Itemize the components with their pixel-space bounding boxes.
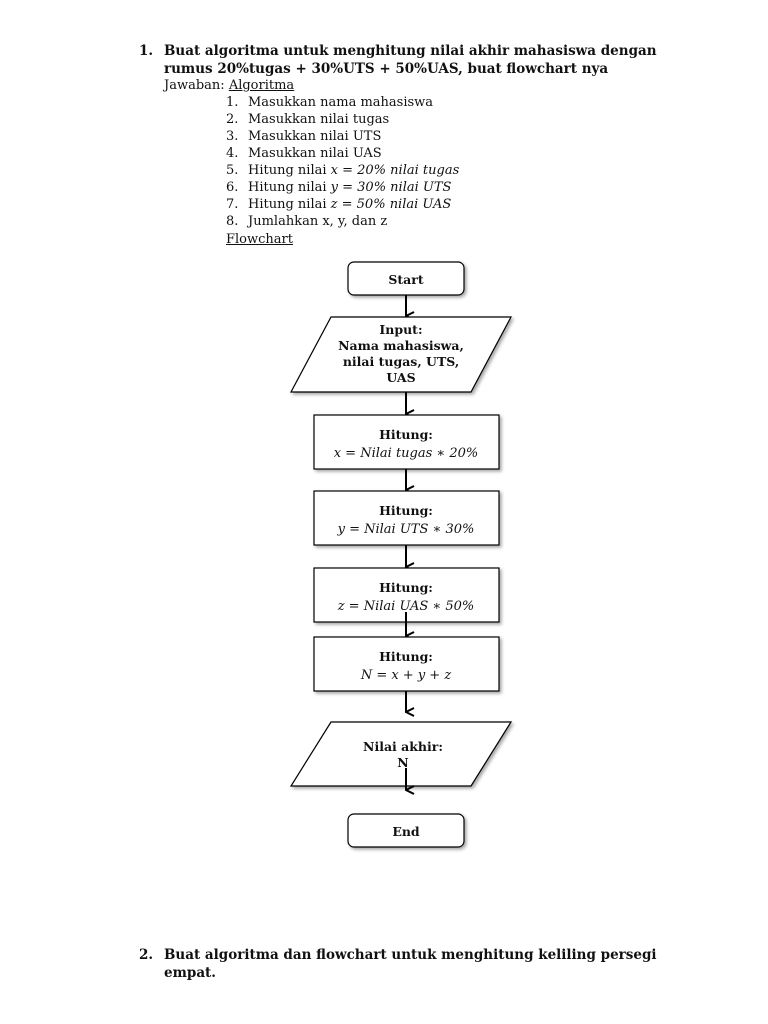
start-label: Start xyxy=(388,272,423,287)
input-line-1: Input: xyxy=(379,322,422,337)
calc-z-formula: z = Nilai UAS ∗ 50% xyxy=(337,599,475,614)
question-2-number: 2. xyxy=(139,947,154,963)
question-2-line-1: Buat algoritma dan flowchart untuk mengh… xyxy=(164,947,657,963)
end-terminal: End xyxy=(347,813,465,848)
calc-z-label: Hitung: xyxy=(379,580,433,595)
step-8: 8.Jumlahkan x, y, dan z xyxy=(226,214,388,229)
question-1-line-1: Buat algoritma untuk menghitung nilai ak… xyxy=(164,43,657,59)
step-7: 7.Hitung nilai z = 50% nilai UAS xyxy=(226,197,452,212)
step-6: 6.Hitung nilai y = 30% nilai UTS xyxy=(226,180,452,195)
question-1-number: 1. xyxy=(139,43,154,59)
step-5: 5.Hitung nilai x = 20% nilai tugas xyxy=(226,163,460,178)
output-line-2: N xyxy=(397,755,408,770)
output-parallelogram: Nilai akhir: N xyxy=(289,721,513,787)
question-2-line-2: empat. xyxy=(164,965,216,981)
calc-y-label: Hitung: xyxy=(379,503,433,518)
answer-prefix: Jawaban: xyxy=(164,78,225,93)
calc-y-process: Hitung: y = Nilai UTS ∗ 30% xyxy=(313,490,500,546)
step-3: 3.Masukkan nilai UTS xyxy=(226,129,382,144)
calc-n-formula: N = x + y + z xyxy=(360,668,452,683)
step-2: 2.Masukkan nilai tugas xyxy=(226,112,390,127)
output-line-1: Nilai akhir: xyxy=(363,739,443,754)
step-4: 4.Masukkan nilai UAS xyxy=(226,146,382,161)
flowchart-title: Flowchart xyxy=(226,232,293,247)
calc-x-process: Hitung: x = Nilai tugas ∗ 20% xyxy=(313,414,500,470)
answer-header: Jawaban: Algoritma xyxy=(164,78,294,93)
input-line-2: Nama mahasiswa, xyxy=(338,338,464,353)
calc-x-formula: x = Nilai tugas ∗ 20% xyxy=(334,446,479,461)
start-terminal: Start xyxy=(347,261,465,296)
calc-x-label: Hitung: xyxy=(379,427,433,442)
end-label: End xyxy=(392,824,420,839)
algorithm-title: Algoritma xyxy=(228,78,295,93)
step-1: 1.Masukkan nama mahasiswa xyxy=(226,95,434,110)
input-line-3: nilai tugas, UTS, xyxy=(343,354,459,369)
calc-n-process: Hitung: N = x + y + z xyxy=(313,636,500,692)
input-parallelogram: Input: Nama mahasiswa, nilai tugas, UTS,… xyxy=(290,316,512,393)
question-1-line-2: rumus 20%tugas + 30%UTS + 50%UAS, buat f… xyxy=(164,61,609,77)
calc-n-label: Hitung: xyxy=(379,649,433,664)
input-line-4: UAS xyxy=(386,370,415,385)
calc-y-formula: y = Nilai UTS ∗ 30% xyxy=(337,522,475,537)
